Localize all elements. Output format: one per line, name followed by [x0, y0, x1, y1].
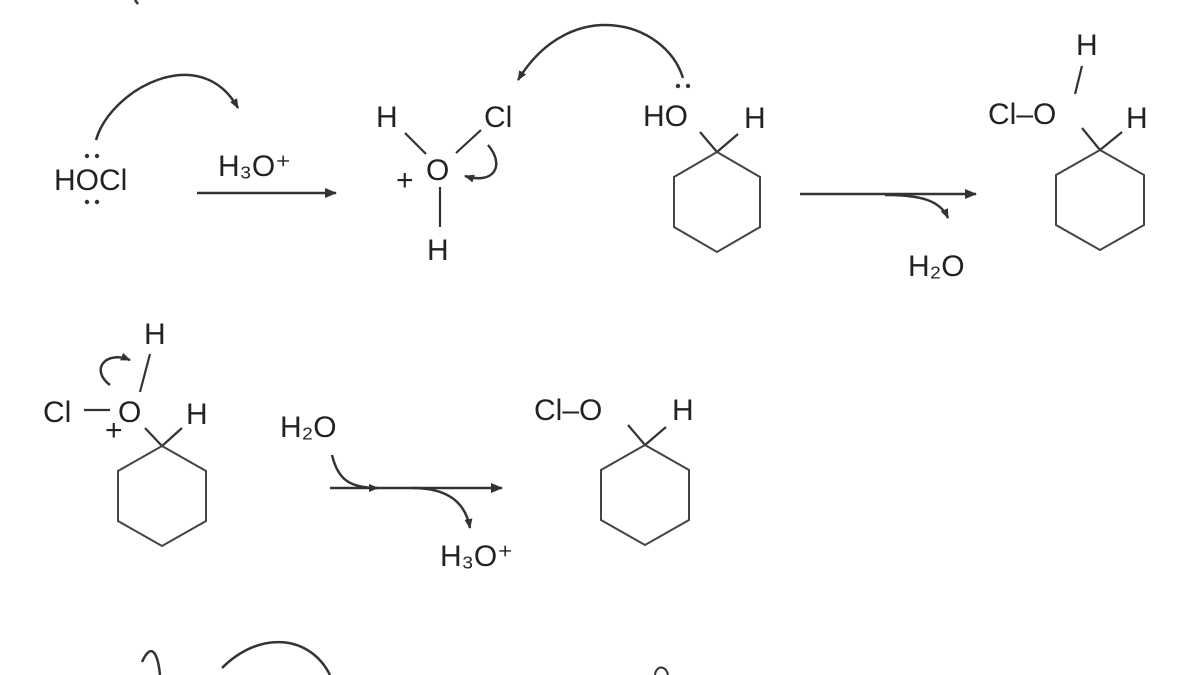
- cyclohexanol: HO H: [643, 83, 766, 254]
- cyclohexane-ring: [1055, 148, 1145, 252]
- cyclohexane-ring: [673, 150, 761, 254]
- lone-pair-dot: [94, 199, 100, 205]
- atom-h: H: [186, 398, 208, 431]
- byproduct-water: H₂O: [908, 250, 965, 283]
- hydroxyl-label: HO: [643, 100, 688, 133]
- electron-push-arrow: [464, 144, 498, 183]
- atom-h: H: [744, 102, 766, 135]
- atom-cl: Cl: [484, 101, 512, 134]
- proton-leave-arrow: [411, 486, 473, 529]
- hocl-label: HOCl: [54, 164, 127, 197]
- partial-stroke: [134, 0, 139, 5]
- base-attack-arrow: [330, 454, 379, 492]
- reagent-water: H₂O: [280, 411, 337, 444]
- atom-o: O: [118, 396, 141, 429]
- hocl-molecule: HOCl: [54, 153, 127, 205]
- partial-arrow: [140, 649, 162, 675]
- cyclohexane-ring: [600, 443, 690, 547]
- leaving-group-arrow: [884, 193, 950, 219]
- protonated-hocl: H Cl O + H: [376, 101, 512, 267]
- atom-h: H: [376, 101, 398, 134]
- atom-h: H: [672, 394, 694, 427]
- atom-h: H: [1076, 29, 1098, 62]
- atom-h: H: [144, 318, 166, 351]
- lone-pair-dot: [94, 153, 100, 159]
- cyclohexane-ring: [117, 444, 207, 548]
- lone-pair-dot: [84, 153, 90, 159]
- nucleophile-attack-arrow: [516, 23, 685, 81]
- protonated-ether: H Cl O + H: [43, 318, 208, 548]
- positive-charge: +: [396, 164, 414, 197]
- byproduct-hydronium: H₃O⁺: [440, 540, 513, 573]
- reagent-h3o: H₃O⁺: [218, 150, 291, 183]
- cl-o-label: Cl–O: [988, 98, 1056, 131]
- atom-h: H: [1126, 102, 1148, 135]
- electron-push-arrow: [99, 352, 131, 386]
- electron-push-arrow: [94, 73, 240, 141]
- oxonium-product: H Cl–O H: [988, 29, 1148, 252]
- lone-pair-dot: [84, 199, 90, 205]
- positive-charge: +: [105, 414, 123, 447]
- atom-cl: Cl: [43, 396, 71, 429]
- partial-atom: [654, 666, 669, 675]
- cl-o-label: Cl–O: [534, 394, 602, 427]
- atom-h: H: [427, 234, 449, 267]
- alkyl-hypochlorite-product: Cl–O H: [534, 394, 694, 547]
- atom-o: O: [426, 154, 449, 187]
- partial-arrow: [221, 640, 332, 675]
